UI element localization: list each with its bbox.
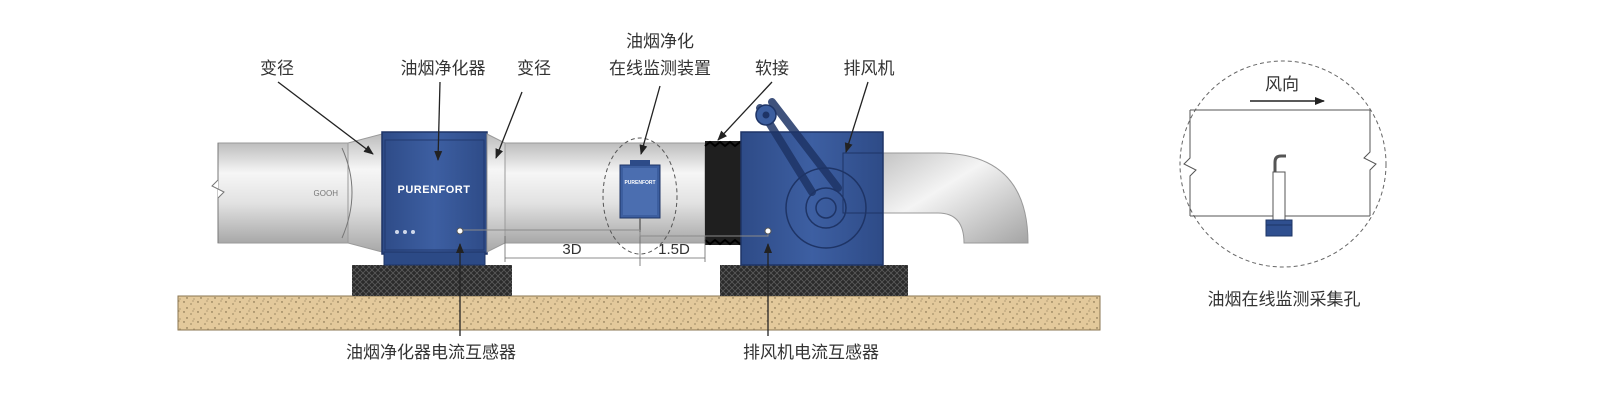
inset-break-left [1183,110,1197,216]
purifier-indicator [403,230,407,234]
monitor-cap [630,160,650,166]
fan-outlet-flange [842,152,884,214]
label-reducer-right: 变径 [517,59,551,79]
ground-slab [177,295,1101,331]
label-purifier-sensor: 油烟净化器电流互感器 [346,343,516,363]
middle-duct [504,142,706,244]
label-exhaust-fan: 排风机 [844,59,895,79]
fan-sensor-point [764,227,772,235]
outlet-elbow [881,152,1029,244]
purifier-frame [384,139,485,251]
monitor-brand: PURENFORT [624,180,655,186]
monitor-highlight-circle [602,137,678,255]
duct-break-mark [211,143,225,243]
leader-exhaust-fan [844,81,869,153]
fan-hub [815,197,837,219]
sampling-probe-tip [1273,154,1286,172]
purifier-sensor-point [456,227,464,235]
label-fan-sensor: 排风机电流互感器 [743,343,879,363]
label-reducer-left: 变径 [260,59,294,79]
duct-diameter-label: GOOH [314,189,339,198]
inset-circle [1179,60,1387,268]
soft-joint [705,141,743,245]
reducer-left [347,133,383,253]
label-purifier: 油烟净化器 [401,59,486,79]
monitor-panel [623,168,657,215]
purifier-foot [383,251,486,266]
leader-monitor [639,85,661,155]
sampling-probe [1272,171,1286,221]
soft-joint-ribs [704,140,744,246]
dim-label-3d: 3D [562,241,581,258]
motor-shaft [762,111,770,119]
purifier-base [352,265,512,296]
label-sampling-hole: 油烟在线监测采集孔 [1208,290,1361,310]
leader-soft-joint [717,81,773,141]
fan-pulley [805,187,847,229]
sampling-flange [1265,219,1293,237]
label-monitor-line1: 油烟净化 [626,32,694,52]
label-soft-joint: 软接 [755,59,789,79]
reducer-right [486,133,506,253]
label-wind-direction: 风向 [1265,75,1299,95]
purifier-indicator [411,230,415,234]
purifier-indicator [395,230,399,234]
leader-reducer-right [495,91,523,159]
fan-base [720,265,908,296]
leader-reducer-left [277,81,374,155]
leader-purifier [434,81,443,161]
inlet-duct [217,142,349,244]
label-monitor-line2: 在线监测装置 [609,59,711,79]
purifier-brand: PURENFORT [398,184,471,196]
dim-label-1-5d: 1.5D [658,241,690,258]
inset-break-right [1363,110,1377,216]
diameter-arc [341,147,353,239]
